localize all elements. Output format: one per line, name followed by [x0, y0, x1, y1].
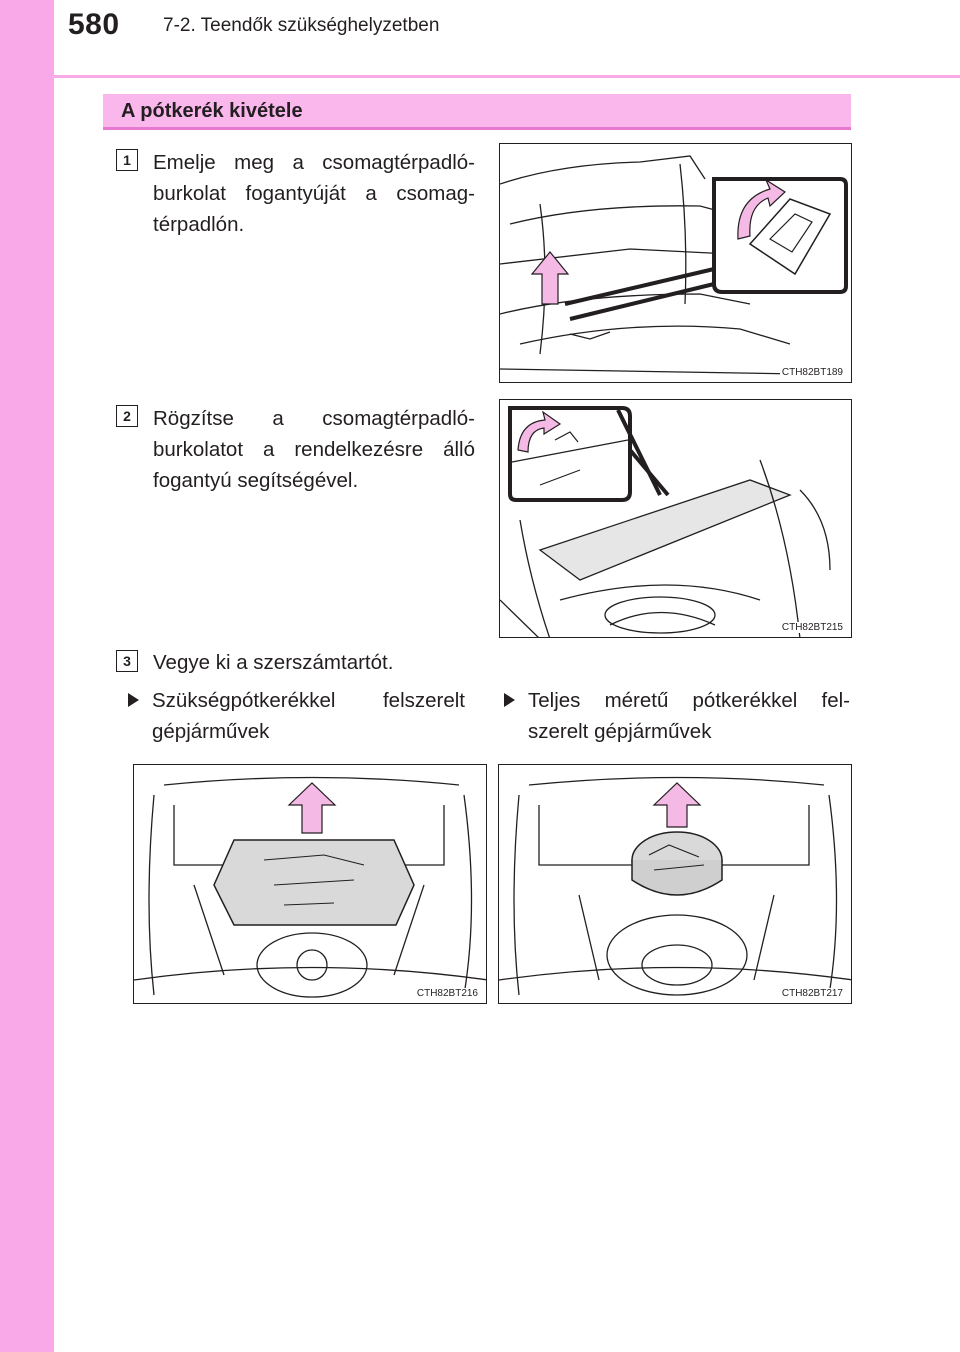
page-number: 580	[68, 8, 120, 41]
variant-label: Teljes méretű pótkerékkel fel-szerelt gé…	[528, 689, 850, 743]
figure-code: CTH82BT189	[779, 367, 845, 378]
figure-code: CTH82BT217	[779, 988, 845, 999]
figure-code: CTH82BT216	[414, 988, 480, 999]
section-heading: A pótkerék kivétele	[121, 100, 303, 122]
chapter-title: 7-2. Teendők szükséghelyzetben	[163, 15, 440, 36]
step-1-number: 1	[116, 149, 138, 171]
step-3-number: 3	[116, 650, 138, 672]
lift-arrow-icon	[530, 251, 570, 305]
section-heading-bar: A pótkerék kivétele	[103, 94, 851, 130]
variant-full-size-spare: Teljes méretű pótkerékkel fel-szerelt gé…	[504, 685, 850, 747]
bullet-triangle-icon	[128, 693, 139, 707]
figure-remove-tool-tray-full-size: CTH82BT217	[498, 764, 852, 1004]
step-2-number: 2	[116, 405, 138, 427]
variant-temporary-spare: Szükségpótkerékkel felszerelt gépjárműve…	[128, 685, 465, 747]
figure-fix-floor-cover: CTH82BT215	[499, 399, 852, 638]
page-side-band	[0, 0, 54, 1352]
rotate-arrow-icon	[737, 178, 786, 240]
step-2-text: Rögzítse a csomagtérpadló-burkolatot a r…	[153, 407, 475, 492]
step-1-text: Emelje meg a csomagtérpadló-burkolat fog…	[153, 151, 475, 236]
header-rule	[54, 75, 960, 78]
figure-lift-floor-handle: CTH82BT189	[499, 143, 852, 383]
figure-code: CTH82BT215	[779, 622, 845, 633]
figure-remove-tool-tray-temporary: CTH82BT216	[133, 764, 487, 1004]
step-3-text: Vegye ki a szerszámtartót.	[153, 651, 394, 674]
header-band	[54, 0, 960, 75]
bullet-triangle-icon	[504, 693, 515, 707]
variant-label: Szükségpótkerékkel felszerelt gépjárműve…	[152, 689, 465, 743]
